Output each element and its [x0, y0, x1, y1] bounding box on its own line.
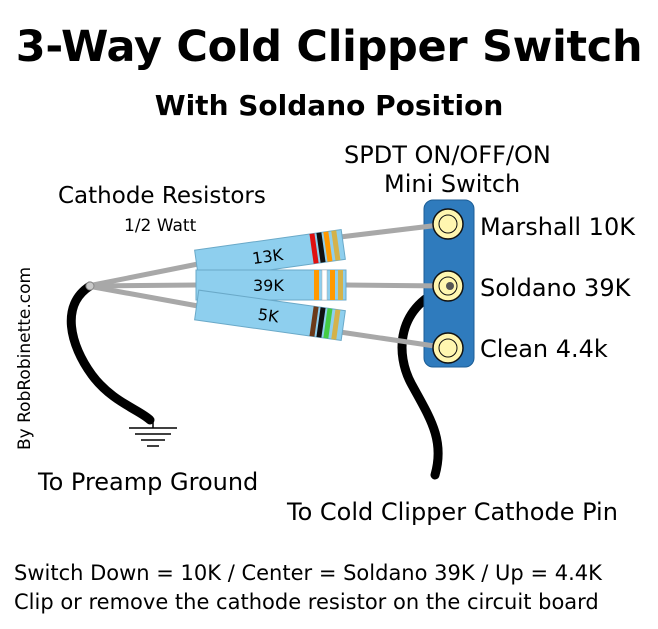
resistors-label: Cathode Resistors [58, 183, 266, 209]
switch-position-marshall: Marshall 10K [480, 213, 635, 241]
credit-text: By RobRobinette.com [15, 266, 35, 450]
color-band [316, 307, 326, 338]
color-band [331, 230, 341, 261]
diagram-title: 3-Way Cold Clipper Switch [15, 22, 643, 72]
color-band [323, 231, 333, 262]
resistor-leads [85, 221, 451, 351]
color-band [330, 270, 335, 300]
resistor-5k: 5K [194, 289, 346, 341]
switch-position-clean: Clean 4.4k [480, 335, 608, 363]
color-band [314, 270, 319, 300]
note-remove-resistor: Clip or remove the cathode resistor on t… [14, 590, 599, 614]
note-switch-positions: Switch Down = 10K / Center = Soldano 39K… [14, 561, 602, 585]
resistor-body [194, 289, 346, 341]
cathode-label: To Cold Clipper Cathode Pin [287, 498, 618, 526]
switch-label-line2: Mini Switch [384, 170, 521, 198]
ground-joint [85, 281, 95, 291]
resistor-value-label: 5K [257, 305, 281, 327]
switch-label-line1: SPDT ON/OFF/ON [344, 141, 551, 169]
resistor-value-label: 13K [251, 245, 285, 268]
color-band [309, 306, 319, 337]
resistor-39k: 39K [195, 269, 347, 301]
switch-lug-clean [432, 332, 464, 364]
ground-label: To Preamp Ground [38, 468, 259, 496]
diagram-subtitle: With Soldano Position [154, 89, 504, 122]
ground-symbol [129, 420, 177, 447]
color-band [316, 232, 326, 263]
cathode-joint [446, 282, 454, 290]
switch-position-soldano: Soldano 39K [480, 274, 631, 302]
color-band [309, 233, 319, 264]
color-band [321, 269, 328, 301]
color-band [338, 270, 343, 300]
resistor-value-label: 39K [253, 276, 284, 295]
ground-wire [66, 281, 155, 425]
color-band [331, 309, 341, 340]
color-band [323, 308, 333, 339]
switch-lug-marshall [432, 208, 464, 240]
resistor-13k: 13K [194, 229, 346, 281]
resistor-rating-label: 1/2 Watt [124, 216, 197, 236]
cathode-wire [397, 281, 455, 480]
